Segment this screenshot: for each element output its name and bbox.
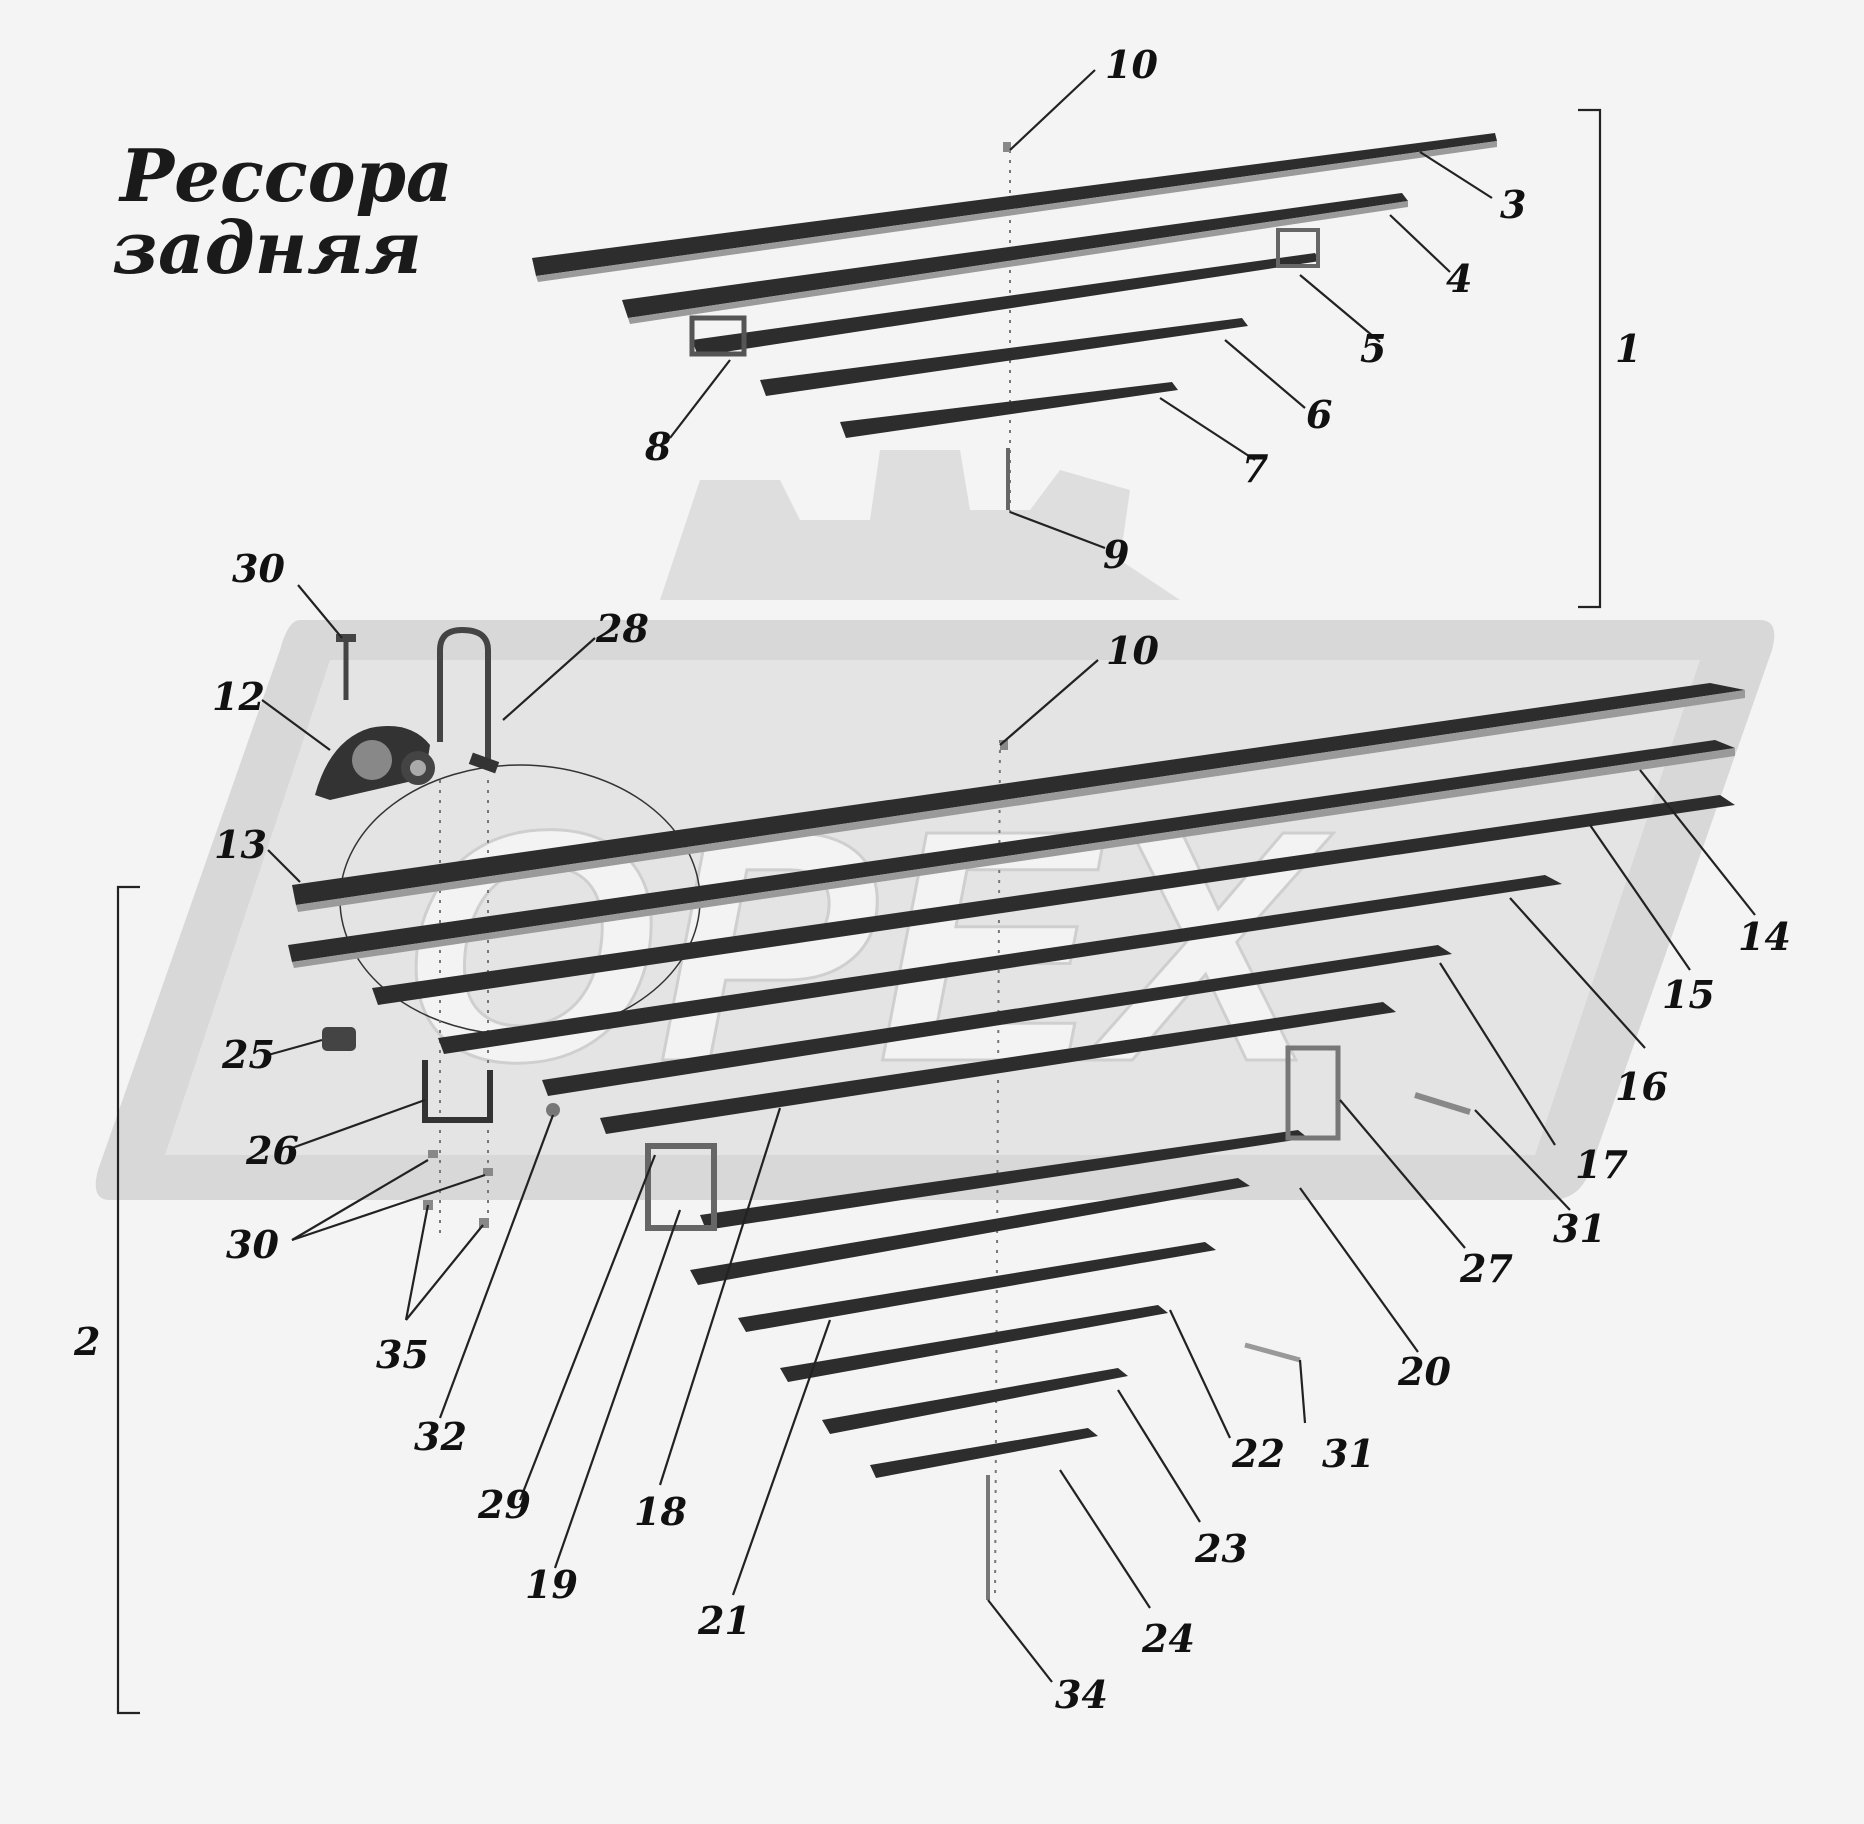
label-32: 32 [414,1414,467,1459]
hardware [315,626,1471,1600]
label-16: 16 [1615,1064,1668,1109]
leaf-6 [760,318,1248,396]
lower-leaf-pack [288,683,1745,1478]
clamp-27 [1285,1045,1341,1141]
leaf-14 [288,740,1735,962]
label-3: 3 [1500,182,1526,227]
label-10-lower: 10 [1106,628,1159,673]
leaf-19 [700,1130,1308,1230]
label-22: 22 [1231,1431,1285,1476]
label-23: 23 [1194,1526,1248,1571]
leaf-21 [738,1242,1216,1332]
upper-leaf-pack [532,133,1497,510]
clip-26 [422,1060,493,1123]
leaf-24 [870,1428,1098,1478]
leaf-23 [822,1368,1128,1434]
leaf-22 [780,1305,1168,1382]
bushing-25 [322,1027,356,1051]
label-34: 34 [1055,1672,1108,1717]
label-30-low: 30 [226,1222,279,1267]
label-12: 12 [212,674,265,719]
label-6: 6 [1306,392,1332,437]
leaf-7 [840,382,1178,438]
label-25: 25 [221,1032,275,1077]
eye-bracket-12 [315,726,435,800]
label-31-a: 31 [1553,1206,1606,1251]
leaf-17 [542,945,1452,1096]
leaf-18 [600,1002,1396,1134]
label-28: 28 [595,606,649,651]
lower-center-axis [994,739,1001,1601]
clamp-8 [689,315,747,357]
label-20: 20 [1397,1349,1451,1394]
label-21: 21 [697,1598,751,1643]
leaf-13 [292,683,1745,905]
label-9: 9 [1103,532,1129,577]
label-8: 8 [644,424,671,469]
bolt-31-b [1244,1342,1301,1363]
leaf-16 [438,875,1562,1054]
label-17: 17 [1575,1142,1628,1187]
leaf-5 [692,253,1320,356]
label-5: 5 [1360,326,1386,371]
label-14: 14 [1738,914,1791,959]
label-31-b: 31 [1322,1431,1375,1476]
leader-lines [261,69,1756,1683]
label-10-upper: 10 [1105,42,1158,87]
nut-32 [546,1103,560,1117]
label-group-1: 1 [1615,326,1641,371]
label-group-2: 2 [73,1319,100,1364]
watermark-gear [660,450,1180,600]
label-19: 19 [525,1562,578,1607]
label-7: 7 [1242,446,1268,491]
leaf-4 [622,193,1408,318]
label-24: 24 [1141,1616,1195,1661]
label-30-top: 30 [232,546,285,591]
label-26: 26 [245,1128,299,1173]
label-27: 27 [1459,1246,1513,1291]
label-35: 35 [376,1332,429,1377]
title-line-2: задняя [112,205,422,290]
leaf-15 [372,795,1735,1005]
bracket-group-2 [116,885,140,1715]
nut-10-lower [1000,740,1008,750]
label-15: 15 [1662,972,1715,1017]
clamp-29 [645,1143,717,1231]
pin-28 [468,752,500,774]
u-bolt-28 [437,626,491,760]
leaf-20 [690,1178,1250,1285]
callout-labels: 10 3 4 5 6 7 8 9 30 28 12 10 13 14 15 16… [73,42,1791,1717]
bracket-group-1 [1578,108,1602,609]
bolt-31-a [1414,1092,1471,1115]
label-4: 4 [1446,256,1472,301]
label-18: 18 [634,1489,687,1534]
label-29: 29 [477,1482,531,1527]
leaf-3 [532,133,1497,276]
title-line-1: Рессора [120,133,453,218]
upper-clamp-right [1276,228,1320,268]
label-13: 13 [214,822,267,867]
nut-10-upper [1003,142,1011,152]
